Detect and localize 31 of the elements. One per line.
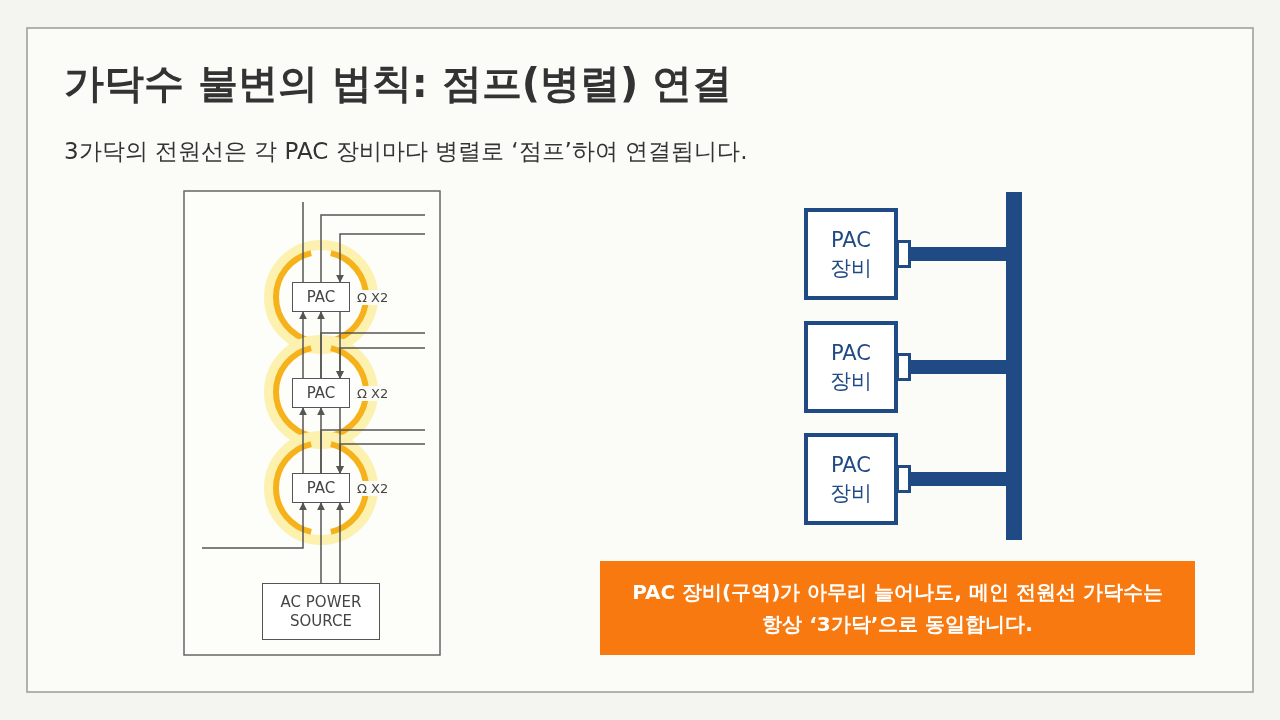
box-label: PAC 장비 xyxy=(829,226,873,282)
wire xyxy=(320,214,426,283)
callout-banner xyxy=(600,561,1195,655)
callout-text: PAC 장비(구역)가 아무리 늘어나도, 메인 전원선 가닥수는 항상 ‘3가닥’으로 동일합니다. xyxy=(631,579,1164,638)
title: 가닥수 불변의 법칙: 점프(병렬) 연결 xyxy=(64,59,733,108)
wire-arrow xyxy=(299,407,307,474)
wire xyxy=(320,332,426,379)
wire-arrow xyxy=(336,502,344,584)
device-box xyxy=(804,321,898,413)
wire-arrow xyxy=(336,233,426,283)
device-box xyxy=(804,208,898,300)
wire-arrow xyxy=(299,311,307,379)
subtitle: 3가닥의 전원선은 각 PAC 장비마다 병렬로 ‘점프’하여 연결됩니다. xyxy=(64,137,748,166)
pac-box xyxy=(292,282,350,312)
box-label: AC POWER SOURCE xyxy=(279,592,363,631)
wire-arrow xyxy=(336,311,344,379)
wire xyxy=(320,429,426,474)
box-label: PAC xyxy=(306,384,336,402)
wire xyxy=(302,201,304,283)
box-label: PAC 장비 xyxy=(829,451,873,507)
device-box xyxy=(804,433,898,525)
box-label: PAC 장비 xyxy=(829,339,873,395)
pac-box xyxy=(292,473,350,503)
wire-arrow xyxy=(317,502,325,584)
wire-arrow xyxy=(201,502,307,549)
wire-arrow xyxy=(336,407,344,474)
pac-box xyxy=(292,378,350,408)
box-label: PAC xyxy=(306,479,336,497)
box-label: PAC xyxy=(306,288,336,306)
bus-bar xyxy=(1006,192,1022,540)
power-source-box xyxy=(262,583,380,640)
